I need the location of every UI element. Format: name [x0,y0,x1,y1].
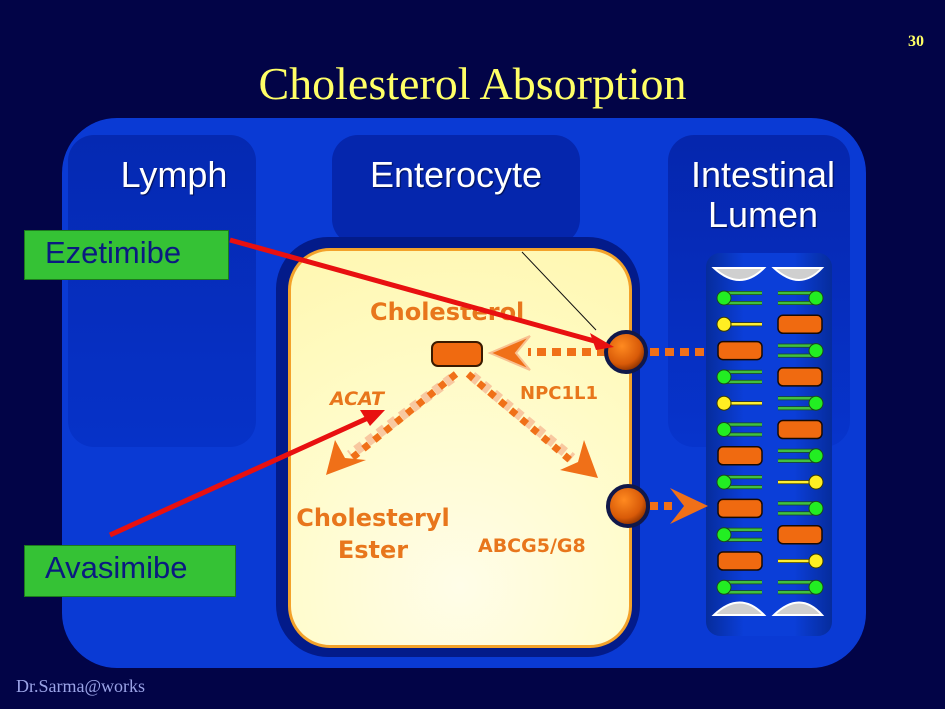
monoglyceride-molecule [716,316,762,332]
esterification-arrow [326,371,459,475]
monoglyceride-molecule [716,395,762,411]
fatty-acid-molecule [716,579,762,595]
enterocyte-cell [288,248,632,648]
efflux-internal-arrow [465,371,598,478]
footer-credit: Dr.Sarma@works [16,676,146,696]
cholesterol-molecule [431,341,483,367]
ezetimibe-inhibition-arrow [229,237,614,350]
micelle-left-column [716,290,763,595]
pointer-line [521,251,597,331]
cholesterol-molecule [777,314,823,335]
fatty-acid-molecule [778,500,824,516]
cholesterol-molecule [777,524,823,545]
micelle-right-column [777,290,824,595]
cholesterol-molecule [717,551,763,571]
slide-number: 30 [908,33,924,50]
npc1l1-transporter [604,330,648,374]
npc1l1-label: NPC1L1 [520,383,598,404]
fatty-acid-molecule [716,474,762,490]
lymph-panel [68,135,256,447]
avasimibe-label: Avasimibe [24,545,236,597]
fatty-acid-molecule [716,290,762,306]
fatty-acid-molecule [778,343,824,359]
uptake-arrow [487,335,704,371]
fatty-acid-molecule [778,290,824,306]
cholesterol-molecule [777,367,823,387]
enterocyte-label: Enterocyte [369,154,543,195]
avasimibe-inhibition-arrow [108,410,385,538]
lumen-label-line2: Lumen [707,194,819,235]
micelle-bottom-caps [711,601,825,616]
abcg5-g8-label: ABCG5/G8 [478,535,586,557]
micelle-top-caps [711,267,825,281]
lumen-label: Intestinal Lumen [650,155,876,235]
slide-title: Cholesterol Absorption [258,58,687,109]
fatty-acid-molecule [716,369,762,385]
lumen-label-line1: Intestinal [690,154,836,195]
lymph-label: Lymph [120,154,228,195]
ezetimibe-label: Ezetimibe [24,230,229,280]
acat-label: ACAT [330,388,384,410]
fatty-acid-molecule [716,527,762,543]
cholesterol-molecule [777,419,823,440]
ester-label-line1: Cholesteryl [296,504,450,532]
monoglyceride-molecule [778,474,824,490]
fatty-acid-molecule [778,579,824,595]
ester-label-line2: Ester [337,536,409,564]
fatty-acid-molecule [716,422,762,437]
abcg5-g8-transporter [606,484,650,528]
cholesteryl-ester-label: Cholesteryl Ester [283,502,463,566]
cholesterol-molecule [717,446,763,466]
monoglyceride-molecule [778,553,824,569]
cholesterol-molecule [717,498,763,519]
fatty-acid-molecule [778,395,824,411]
efflux-arrow [650,488,708,524]
fatty-acid-molecule [778,448,824,464]
cholesterol-molecule [717,340,763,361]
enterocyte-panel [332,135,580,245]
